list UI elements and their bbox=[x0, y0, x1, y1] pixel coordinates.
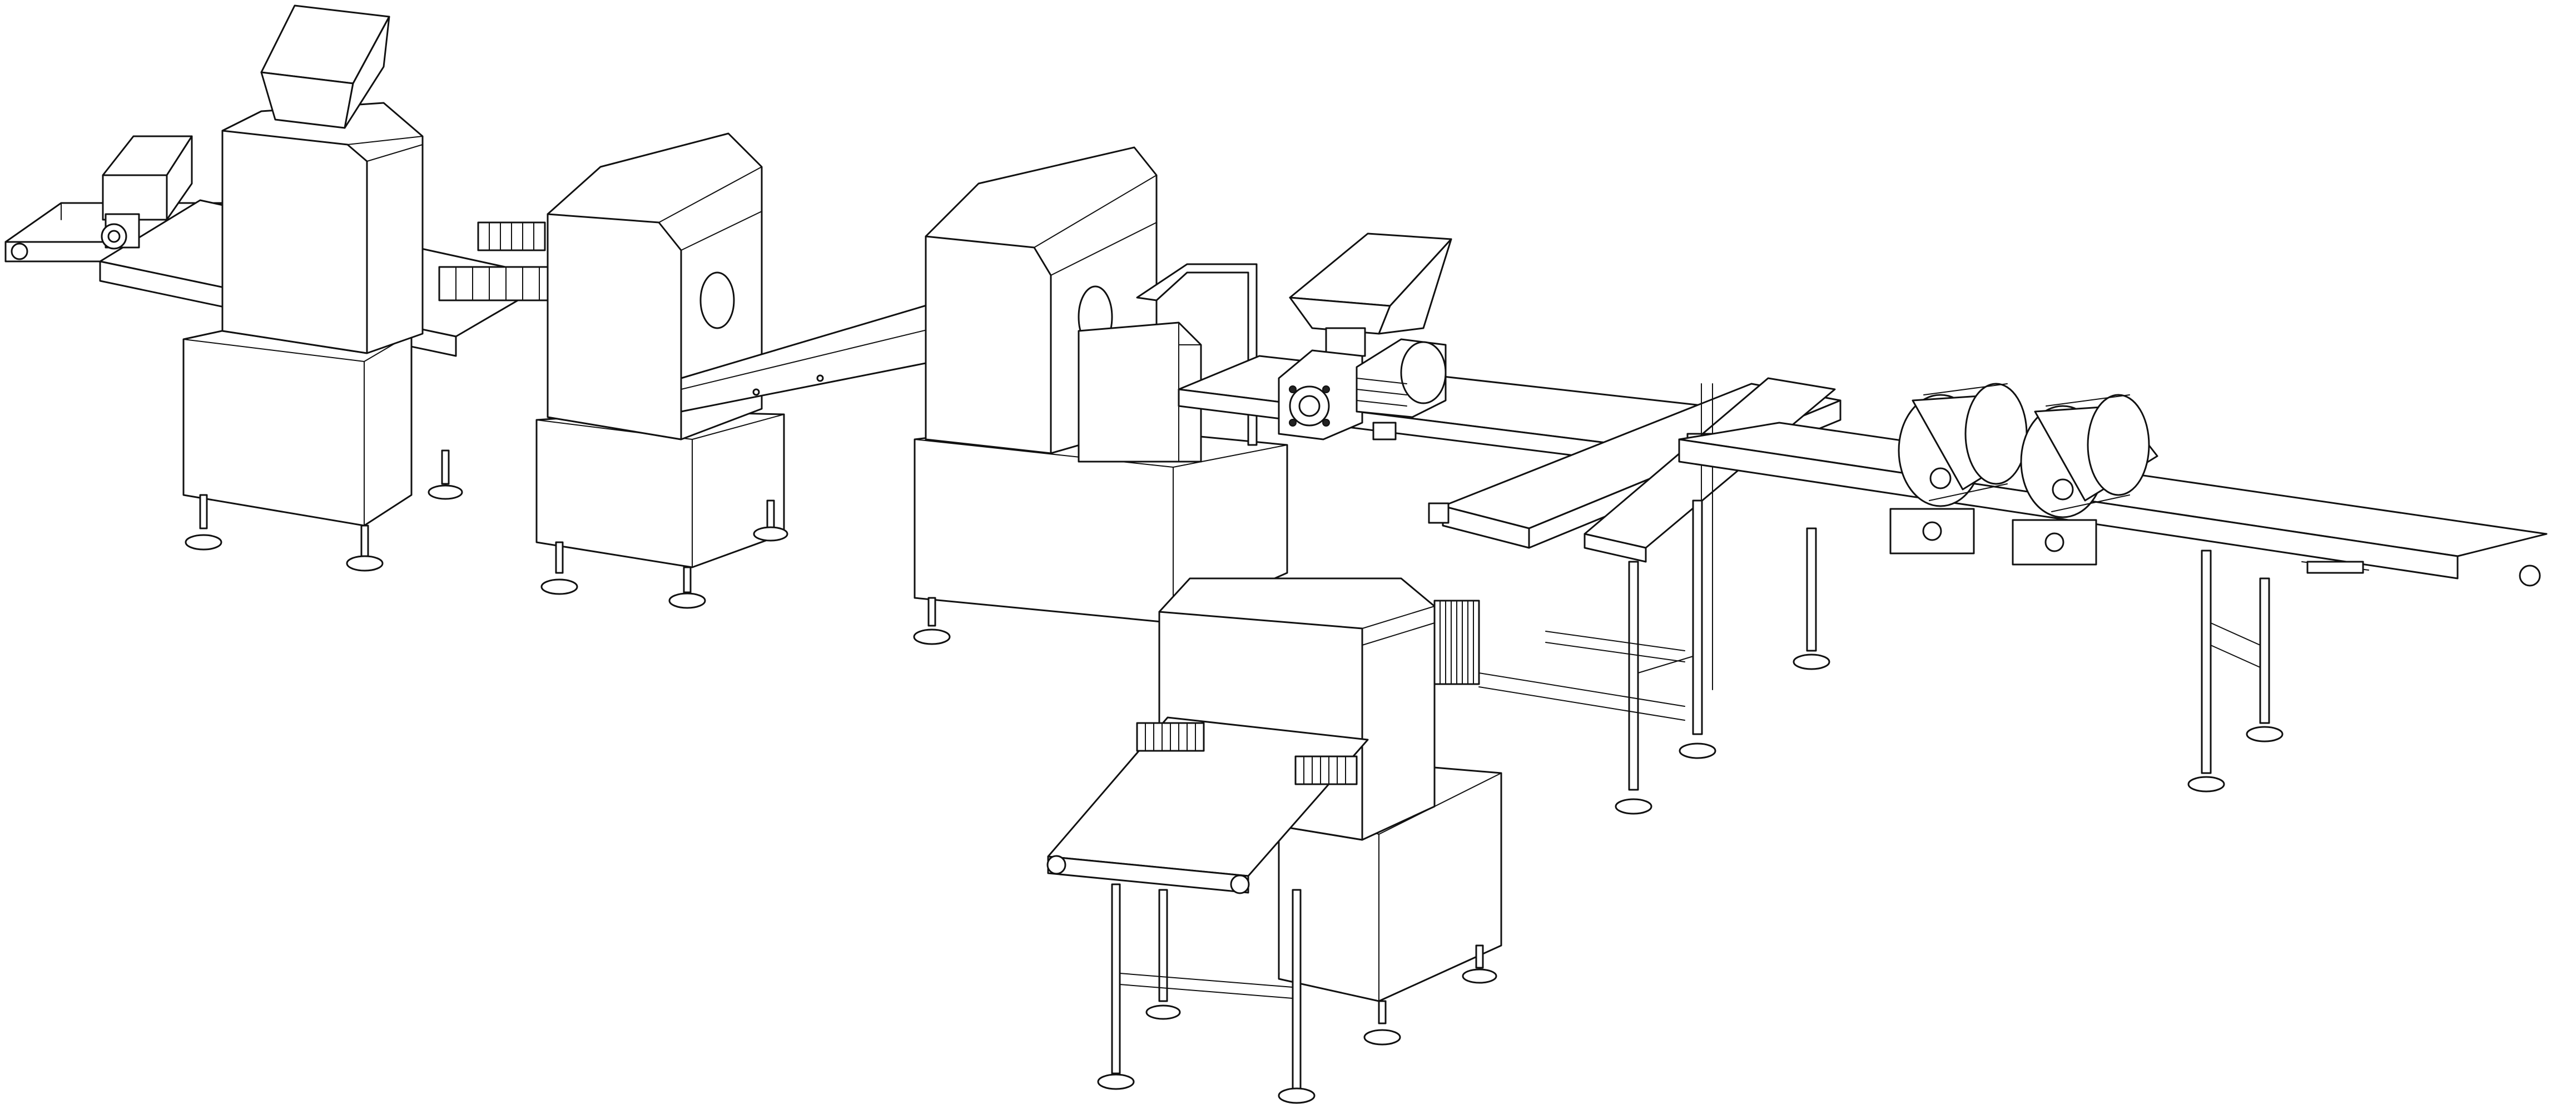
electric-motor bbox=[1356, 338, 1447, 440]
outfeed-legs bbox=[1615, 499, 2284, 815]
side-conveyor bbox=[1046, 716, 1369, 1104]
rollers bbox=[1889, 383, 2158, 566]
gear-motor bbox=[1278, 349, 1363, 440]
dosing-unit-1 bbox=[182, 4, 463, 572]
small-hopper bbox=[101, 135, 193, 250]
dosing-unit-3 bbox=[913, 146, 1288, 645]
dosing-unit-2 bbox=[535, 132, 788, 609]
dosing-fingers-1 bbox=[438, 221, 552, 301]
extruder-hopper bbox=[1289, 232, 1452, 357]
middle-frame bbox=[1478, 631, 1685, 721]
